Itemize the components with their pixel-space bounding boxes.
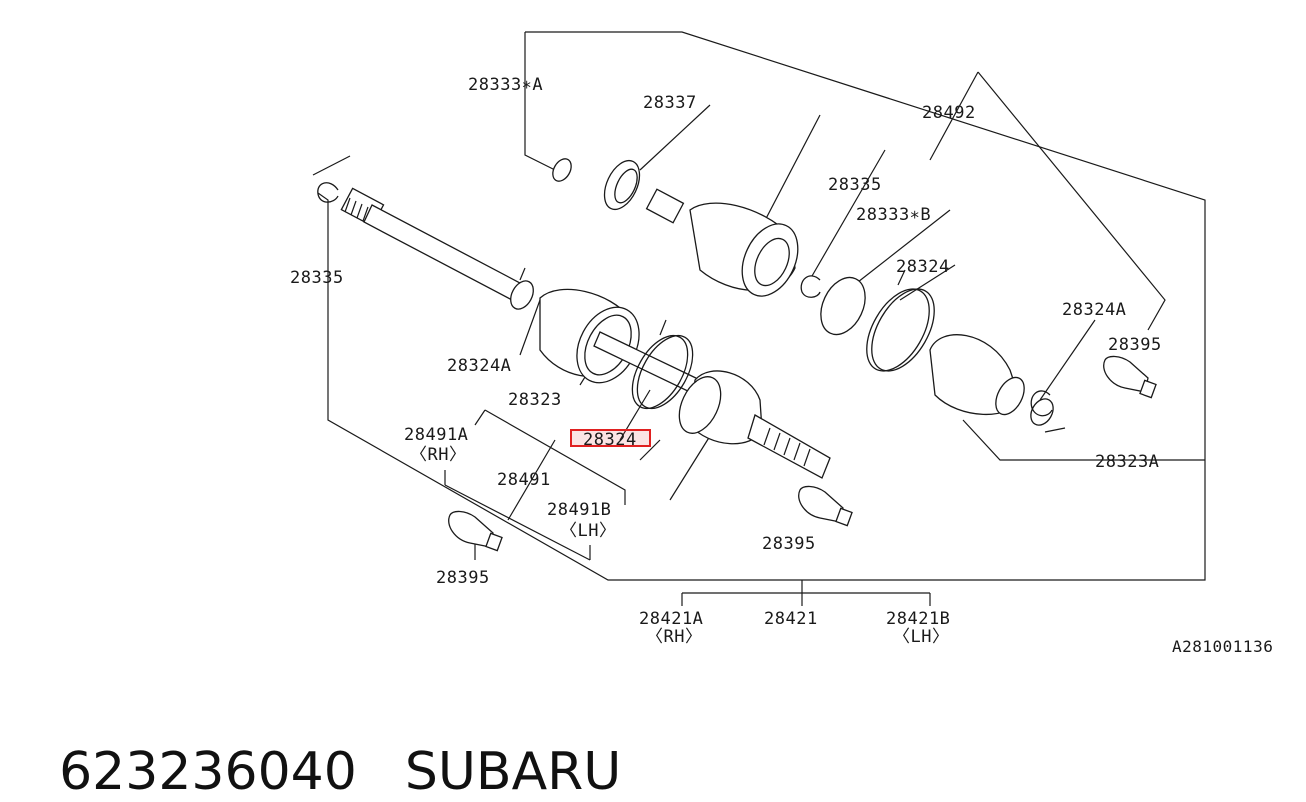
label-28421A-side: 〈RH〉 xyxy=(646,627,702,647)
label-28421A: 28421A xyxy=(639,609,703,629)
highlight-box xyxy=(570,429,651,447)
damper-left xyxy=(448,510,503,552)
snap-ring-left xyxy=(317,182,339,203)
label-28492: 28492 xyxy=(922,103,976,123)
label-28491B: 28491B xyxy=(547,500,611,520)
inner-shaft-assembly xyxy=(340,187,831,479)
label-28395-right: 28395 xyxy=(1108,335,1162,355)
label-28323A: 28323A xyxy=(1095,452,1159,472)
label-28324-top: 28324 xyxy=(896,257,950,277)
outer-boot-right xyxy=(866,269,1054,426)
label-28333B: 28333∗B xyxy=(856,205,931,225)
parts-diagram: 28333∗A 28337 28492 28335 28333∗B 28324 … xyxy=(290,31,1273,656)
assembly-frame xyxy=(312,31,1206,606)
label-28335-top: 28335 xyxy=(828,175,882,195)
label-28491: 28491 xyxy=(497,470,551,490)
label-28491A: 28491A xyxy=(404,425,468,445)
label-28324-mid: 28324 xyxy=(583,430,637,450)
label-28395-left: 28395 xyxy=(436,568,490,588)
label-28324A-left: 28324A xyxy=(447,356,511,376)
label-28324A-right: 28324A xyxy=(1062,300,1126,320)
part-labels: 28333∗A 28337 28492 28335 28333∗B 28324 … xyxy=(290,75,1273,656)
footer-caption: 623236040 SUBARU xyxy=(26,682,621,802)
label-28421B: 28421B xyxy=(886,609,950,629)
label-28421: 28421 xyxy=(764,609,818,629)
label-28491A-side: 〈RH〉 xyxy=(410,445,466,465)
label-28335-left: 28335 xyxy=(290,268,344,288)
diagram-ref-code: A281001136 xyxy=(1172,637,1273,656)
label-28395-mid: 28395 xyxy=(762,534,816,554)
label-28421B-side: 〈LH〉 xyxy=(893,627,949,647)
label-28333A: 28333∗A xyxy=(468,75,543,95)
damper-mid xyxy=(798,485,853,527)
label-28337: 28337 xyxy=(643,93,697,113)
brand-name: SUBARU xyxy=(404,742,622,802)
part-number: 623236040 xyxy=(59,742,357,802)
label-28323: 28323 xyxy=(508,390,562,410)
leader-lines xyxy=(519,104,1096,501)
label-28491B-side: 〈LH〉 xyxy=(560,521,616,541)
outer-cv-joint-upper xyxy=(552,158,866,336)
damper-right xyxy=(1103,355,1157,399)
